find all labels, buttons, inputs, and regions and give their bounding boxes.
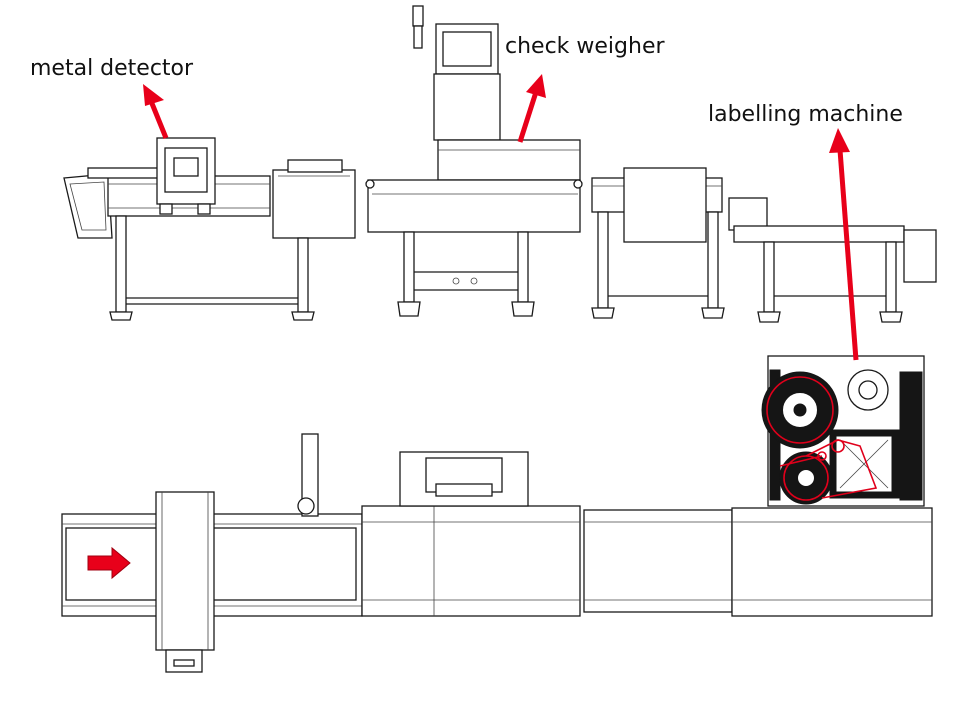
- labelling-plan-module: [731, 507, 933, 617]
- metal-detector-plan-module: [61, 433, 363, 673]
- transfer-plan-module: [583, 509, 733, 613]
- check-weigher-pointer-arrow: [517, 74, 546, 143]
- metal-detector-label: metal detector: [30, 56, 194, 81]
- transfer-conveyor-side-module: [591, 167, 725, 319]
- check-weigher-side-module: [365, 5, 583, 317]
- metal-detector-pointer-arrow: [143, 84, 169, 139]
- labelling-machine-label: labelling machine: [708, 102, 903, 127]
- side-view: [63, 5, 937, 323]
- check-weigher-plan-module: [361, 451, 581, 617]
- plan-view: [61, 355, 933, 673]
- labelling-head-plan: [761, 355, 925, 507]
- check-weigher-label: check weigher: [505, 34, 665, 59]
- labelling-machine-pointer-arrow: [829, 128, 859, 361]
- right-arrow-icon: [87, 546, 131, 580]
- metal-detector-side-module: [63, 137, 356, 321]
- annotation-arrows: [143, 74, 859, 361]
- labelling-conveyor-side-module: [728, 197, 937, 323]
